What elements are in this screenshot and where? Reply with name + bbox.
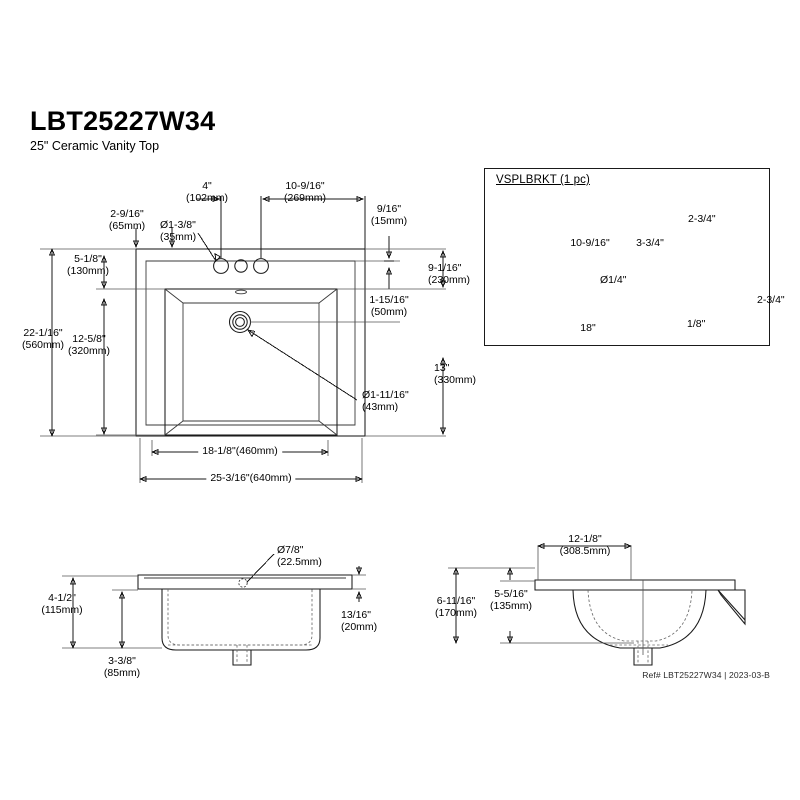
dim-bowl-width: 18-1/8"(460mm) (198, 445, 282, 458)
dim-value-mm: (15mm) (370, 215, 408, 228)
footer-reference: Ref# LBT25227W34 | 2023-03-B (642, 670, 770, 680)
dim-front-overall-height: 4-1/2" (115mm) (41, 592, 82, 616)
dim-value-mm: (43mm) (362, 401, 399, 414)
dim-bracket-height-end: 2-3/4" (757, 294, 785, 306)
dim-value-in: Ø1-11/16" (362, 389, 409, 401)
dim-value-mm: (330mm) (434, 374, 477, 387)
dim-bracket-length: 18" (576, 322, 600, 335)
dim-value-mm: (230mm) (428, 274, 471, 287)
front-elevation-dimensions (62, 566, 366, 650)
dim-side-overall-depth: 6-11/16" (170mm) (435, 595, 477, 619)
dim-value-in: 13" (434, 362, 450, 374)
dim-value-in: 9/16" (376, 203, 402, 215)
dim-value-mm: (65mm) (108, 220, 146, 233)
dim-faucet-spread-left: 4" (102mm) (186, 180, 228, 204)
dim-value-mm: (170mm) (434, 607, 478, 620)
top-view-geometry (135, 248, 366, 437)
dim-value-mm: (130mm) (66, 265, 110, 278)
dim-faucet-hole-dia: Ø1-3/8" (35mm) (160, 219, 196, 243)
dim-overflow-dia: Ø7/8" (22.5mm) (277, 544, 322, 568)
dim-rim-inner: 1-15/16" (50mm) (369, 294, 408, 318)
dim-value-in: 2-9/16" (110, 208, 144, 220)
dim-value-in: Ø7/8" (277, 544, 304, 556)
dim-value-mm: (22.5mm) (277, 556, 322, 569)
dim-value-mm: (20mm) (341, 621, 378, 634)
dim-value-mm: (85mm) (103, 667, 141, 680)
dim-value-in: 5-5/16" (494, 588, 528, 600)
dim-value-in: 3-3/8" (108, 655, 136, 667)
dim-overall-depth: 22-1/16" (560mm) (22, 327, 64, 351)
dim-value-in: 10-9/16" (285, 180, 325, 192)
dim-right-lower: 13" (330mm) (434, 362, 476, 386)
dim-value-in: 4-1/2" (48, 592, 76, 604)
dim-bowl-depth: 12-5/8" (320mm) (68, 333, 110, 357)
dim-overall-width: 25-3/16"(640mm) (206, 472, 296, 485)
dim-bracket-span: 10-9/16" (567, 237, 613, 250)
dim-value-mm: (50mm) (370, 306, 408, 319)
dim-value-mm: (560mm) (21, 339, 65, 352)
dim-bracket-tab: 3-3/4" (634, 237, 666, 250)
dim-right-upper: 9-1/16" (230mm) (428, 262, 470, 286)
dim-back-ledge: 2-9/16" (65mm) (109, 208, 145, 232)
dim-rim-top: 9/16" (15mm) (371, 203, 407, 227)
dim-value-mm: (269mm) (283, 192, 327, 205)
dim-deck-thickness: 13/16" (20mm) (341, 609, 377, 633)
dim-front-bowl-height: 3-3/8" (85mm) (104, 655, 140, 679)
dim-deck-to-bowl: 5-1/8" (130mm) (67, 253, 109, 277)
dim-value-in: 22-1/16" (23, 327, 63, 339)
dim-value-mm: (115mm) (41, 604, 83, 617)
dim-side-bowl-depth: 5-5/16" (135mm) (490, 588, 532, 612)
dim-bracket-thickness: 1/8" (687, 318, 706, 330)
side-elevation-geometry (534, 579, 746, 666)
page-title: LBT25227W34 (30, 106, 216, 136)
dim-value-in: 6-11/16" (436, 595, 476, 607)
page-subtitle: 25" Ceramic Vanity Top (30, 139, 160, 153)
dim-value-in: 1-15/16" (369, 294, 409, 306)
top-view-dimensions (40, 195, 447, 483)
dim-bracket-height-front: 2-3/4" (688, 213, 716, 225)
dim-value-mm: (135mm) (489, 600, 533, 613)
dim-value-in: 12-5/8" (72, 333, 106, 345)
dim-value-mm: (308.5mm) (559, 545, 611, 558)
dim-side-bowl-span: 12-1/8" (308.5mm) (560, 533, 611, 557)
side-elevation-dimensions (448, 542, 634, 645)
dim-faucet-to-right-edge: 10-9/16" (269mm) (284, 180, 326, 204)
bracket-inset-panel (484, 168, 770, 346)
dim-value-in: 13/16" (341, 609, 372, 621)
dim-drain-dia: Ø1-11/16" (43mm) (362, 389, 409, 413)
dim-value-in: Ø1-3/8" (160, 219, 196, 231)
title-block: LBT25227W34 25" Ceramic Vanity Top (30, 108, 215, 153)
dim-value-in: 5-1/8" (74, 253, 102, 265)
dim-value-in: 4" (202, 180, 212, 192)
front-elevation-geometry (137, 553, 353, 666)
dim-value-mm: (35mm) (160, 231, 197, 244)
dim-value-in: 12-1/8" (568, 533, 602, 545)
bracket-inset-title: VSPLBRKT (1 pc) (496, 174, 590, 186)
dim-value-in: 9-1/16" (428, 262, 462, 274)
dim-bracket-hole-dia: Ø1/4" (600, 274, 627, 286)
dim-value-mm: (320mm) (67, 345, 111, 358)
dim-value-mm: (102mm) (185, 192, 229, 205)
